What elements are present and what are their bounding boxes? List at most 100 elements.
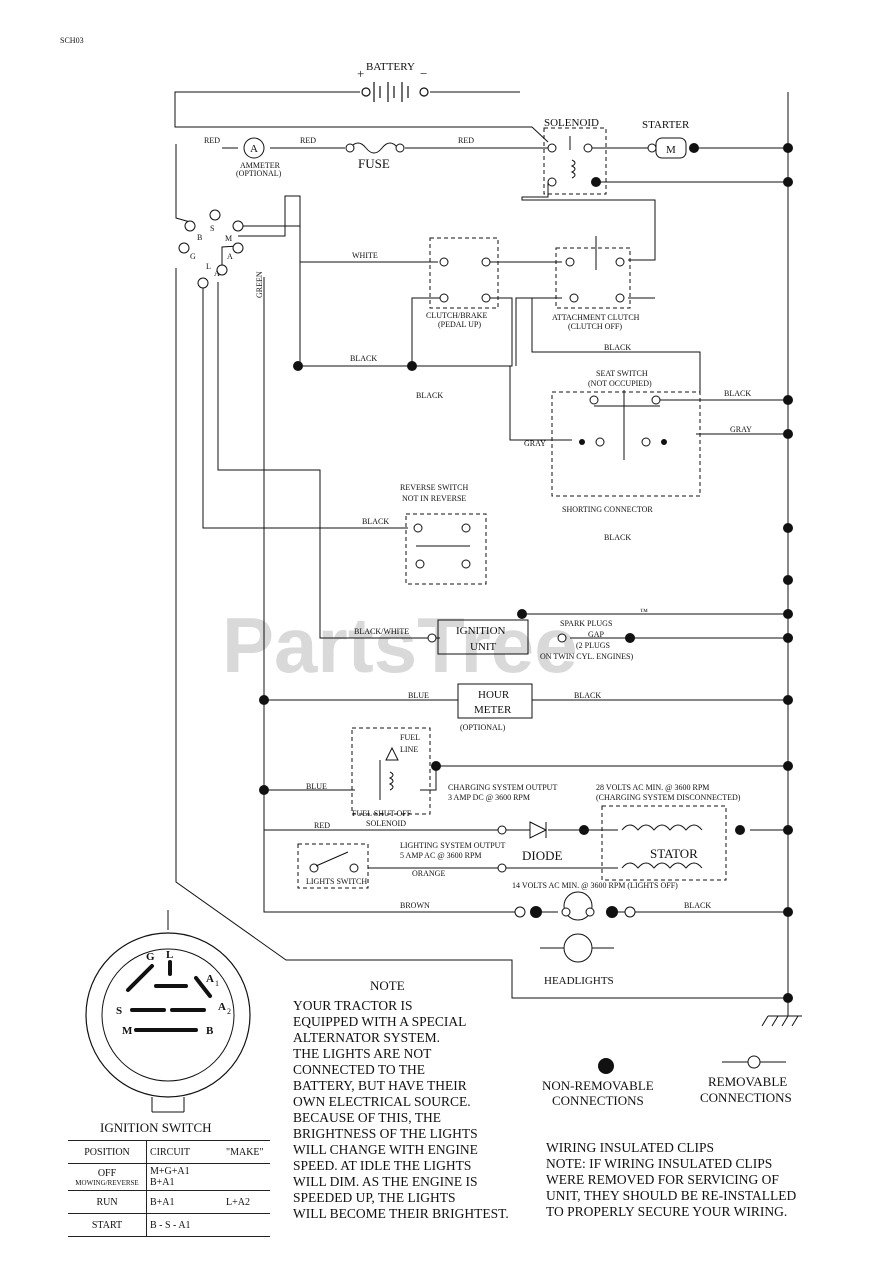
ign-diagram-s: S <box>116 1005 122 1017</box>
volts28-2: (CHARGING SYSTEM DISCONNECTED) <box>596 793 741 802</box>
legend-non-removable-2: CONNECTIONS <box>552 1093 644 1108</box>
clips-note-line: WERE REMOVED FOR SERVICING OF <box>546 1172 779 1187</box>
note-line: ALTERNATOR SYSTEM. <box>293 1030 440 1045</box>
note-body: YOUR TRACTOR IS EQUIPPED WITH A SPECIAL … <box>293 998 509 1221</box>
clips-note-line: TO PROPERLY SECURE YOUR WIRING. <box>546 1204 787 1219</box>
table-row: START B - S - A1 <box>68 1213 270 1237</box>
clutch-brake-sub: (PEDAL UP) <box>438 320 481 329</box>
ign-diagram-b: B <box>206 1025 214 1037</box>
ignition-terminal-l: L <box>206 262 211 271</box>
table-cell: RUN <box>68 1190 147 1214</box>
volts14-label: 14 VOLTS AC MIN. @ 3600 RPM (LIGHTS OFF) <box>512 881 678 890</box>
note-line: YOUR TRACTOR IS <box>293 998 413 1013</box>
table-header: CIRCUIT <box>146 1140 223 1164</box>
wire-gray-2: GRAY <box>730 425 752 434</box>
table-row: RUN B+A1 L+A2 <box>68 1190 270 1214</box>
hour-meter <box>457 683 533 719</box>
ign-diagram-g: G <box>146 951 155 963</box>
shorting-connector-label: SHORTING CONNECTOR <box>562 505 653 514</box>
seat-switch-label: SEAT SWITCH <box>596 369 648 378</box>
ign-diagram-a2: A <box>218 1001 226 1013</box>
fuse-symbol <box>349 142 399 154</box>
spark-plugs-label-4: ON TWIN CYL. ENGINES) <box>540 652 634 661</box>
table-cell: L+A2 <box>223 1190 270 1214</box>
ign-diagram-a1-sub: 1 <box>215 979 219 988</box>
wire-green: GREEN <box>255 271 264 298</box>
table-cell: START <box>68 1213 147 1237</box>
ignition-terminal-b: B <box>197 233 202 242</box>
wire-black-4: BLACK <box>724 389 751 398</box>
note-line: BATTERY, BUT HAVE THEIR <box>293 1078 467 1093</box>
wire-black-2: BLACK <box>416 391 443 400</box>
seat-switch-box <box>551 391 701 497</box>
fuel-line-label-1: FUEL <box>400 733 420 742</box>
ign-diagram-m: M <box>122 1025 133 1037</box>
battery-minus-sign: − <box>420 66 427 81</box>
wire-gray-1: GRAY <box>524 439 546 448</box>
starter-motor-letter: M <box>666 144 676 156</box>
page-code: SCH03 <box>60 36 84 45</box>
lighting-output-1: LIGHTING SYSTEM OUTPUT <box>400 841 505 850</box>
note-line: EQUIPPED WITH A SPECIAL <box>293 1014 466 1029</box>
clutch-brake-label: CLUTCH/BRAKE <box>426 311 487 320</box>
clips-note-line: NOTE: IF WIRING INSULATED CLIPS <box>546 1156 772 1171</box>
headlights-label: HEADLIGHTS <box>544 975 614 987</box>
lights-switch-label: LIGHTS SWITCH <box>306 877 367 886</box>
hour-meter-label-1: HOUR <box>478 689 510 701</box>
table-header: POSITION <box>68 1140 147 1164</box>
charging-output-1: CHARGING SYSTEM OUTPUT <box>448 783 557 792</box>
battery-plus-sign: + <box>357 66 364 81</box>
legend-removable-1: REMOVABLE <box>708 1074 787 1089</box>
spark-plugs-label-3: (2 PLUGS <box>576 641 610 650</box>
junction-dots <box>259 143 793 1003</box>
reverse-switch-label: REVERSE SWITCH <box>400 483 468 492</box>
fuel-solenoid-box <box>351 727 431 815</box>
solenoid-label: SOLENOID <box>544 117 599 129</box>
note-line: CONNECTED TO THE <box>293 1062 425 1077</box>
starter-motor <box>655 137 687 159</box>
table-cell <box>223 1163 270 1191</box>
ground-icon <box>761 1000 802 1027</box>
ignition-unit-label-1: IGNITION <box>456 625 506 637</box>
ammeter-letter: A <box>250 143 258 155</box>
wire-red-2: RED <box>300 136 316 145</box>
note-line: WILL BECOME THEIR BRIGHTEST. <box>293 1206 509 1221</box>
note-line: THE LIGHTS ARE NOT <box>293 1046 432 1061</box>
table-cell: B+A1 <box>146 1190 223 1214</box>
reverse-switch <box>405 513 487 585</box>
spark-plugs-label-1: SPARK PLUGS <box>560 619 612 628</box>
table-cell <box>223 1213 270 1237</box>
note-line: WILL DIM. AS THE ENGINE IS <box>293 1174 477 1189</box>
wire-orange: ORANGE <box>412 869 445 878</box>
wire-brown: BROWN <box>400 901 430 910</box>
attachment-clutch-switch <box>555 247 631 309</box>
diode-symbol <box>529 821 548 839</box>
wire-red-1: RED <box>204 136 220 145</box>
battery-symbol <box>361 82 429 102</box>
table-row: POSITION CIRCUIT "MAKE" <box>68 1140 270 1164</box>
ign-diagram-l: L <box>166 949 173 961</box>
wire-black-3: BLACK <box>604 343 631 352</box>
watermark-tm: ™ <box>640 607 648 616</box>
wire-blue-1: BLUE <box>408 691 429 700</box>
fuel-solenoid-label-2: SOLENOID <box>366 819 406 828</box>
stator-label: STATOR <box>650 846 698 861</box>
wire-red-4: RED <box>314 821 330 830</box>
attachment-clutch-sub: (CLUTCH OFF) <box>568 322 622 331</box>
note-line: SPEEDED UP, THE LIGHTS <box>293 1190 456 1205</box>
ammeter-label: AMMETER <box>240 161 281 170</box>
clips-note-line: WIRING INSULATED CLIPS <box>546 1140 714 1155</box>
charging-output-2: 3 AMP DC @ 3600 RPM <box>448 793 530 802</box>
note-line: OWN ELECTRICAL SOURCE. <box>293 1094 471 1109</box>
legend-non-removable-1: NON-REMOVABLE <box>542 1078 654 1093</box>
spark-plugs-label-2: GAP <box>588 630 605 639</box>
wire-black-white: BLACK/WHITE <box>354 627 409 636</box>
wire-blue-2: BLUE <box>306 782 327 791</box>
ignition-terminal-a1: A <box>227 252 233 261</box>
clutch-brake-switch <box>429 237 499 309</box>
